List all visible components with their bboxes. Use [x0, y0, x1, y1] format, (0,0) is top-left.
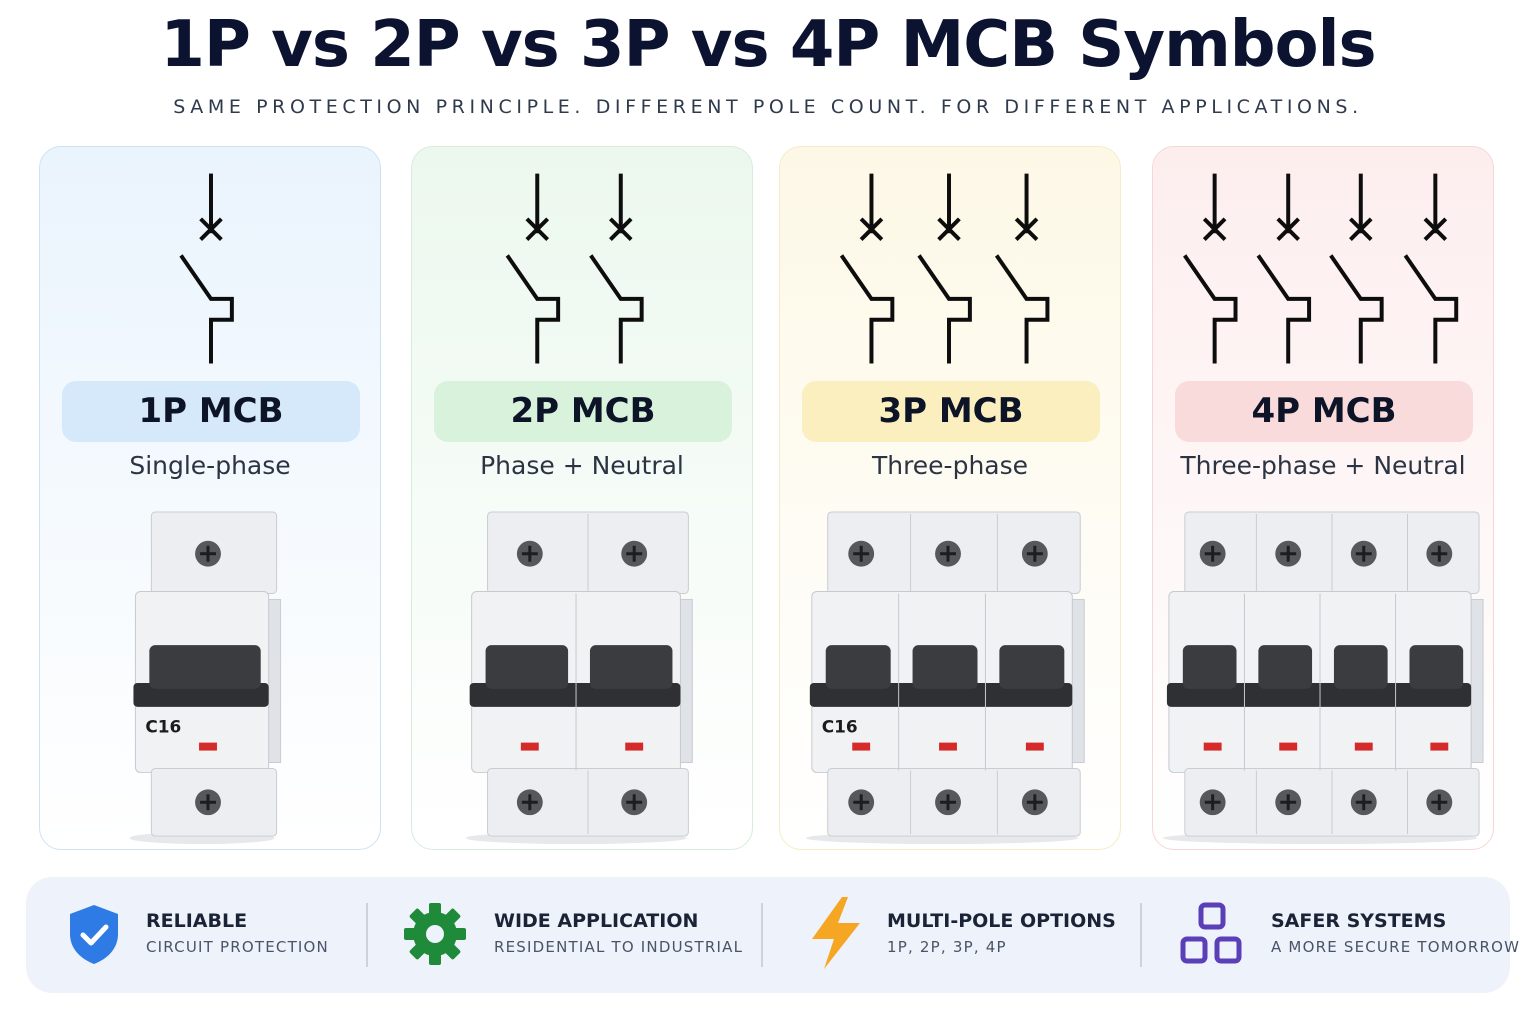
- terminal-screw: [1021, 789, 1048, 816]
- feature-subtitle-reliable: CIRCUIT PROTECTION: [146, 938, 329, 956]
- mcb-device-1p: C16: [129, 511, 282, 845]
- page-subtitle: SAME PROTECTION PRINCIPLE. DIFFERENT POL…: [173, 96, 1363, 118]
- terminal-screw: [1275, 789, 1302, 816]
- mcb-body: [1162, 511, 1484, 845]
- feature-title-wide-application: WIDE APPLICATION: [494, 910, 699, 932]
- pole-symbol: [839, 173, 895, 364]
- trip-indicator: [520, 742, 539, 751]
- pole-symbol: [589, 173, 644, 364]
- card-label-1p: 1P MCB: [62, 381, 360, 442]
- pole-symbol: [1329, 173, 1384, 364]
- toggle-handle: [1409, 645, 1464, 689]
- card-4p: 4P MCB Three-phase + Neutral: [1152, 146, 1494, 850]
- terminal-screw: [1426, 789, 1453, 816]
- mcb-symbol-4p: [1183, 173, 1459, 364]
- rating-label: C16: [145, 717, 181, 737]
- mcb-symbol-2p: [505, 173, 644, 364]
- feature-divider: [1140, 903, 1142, 967]
- card-label-3p: 3P MCB: [802, 381, 1100, 442]
- features-bar: RELIABLE CIRCUIT PROTECTION WIDE APPLICA…: [26, 877, 1519, 993]
- mcb-body: [465, 511, 693, 845]
- card-1p: 1P MCB Single-phase C16: [39, 146, 381, 850]
- trip-indicator: [1203, 742, 1222, 751]
- toggle-handle: [1333, 645, 1388, 689]
- trip-indicator: [1354, 742, 1373, 751]
- pole-symbol: [179, 173, 234, 364]
- feature-divider: [761, 903, 763, 967]
- mcb-device-2p: [465, 511, 693, 845]
- toggle-handle: [485, 645, 569, 689]
- mcb-body: C16: [129, 511, 282, 845]
- lightning-icon: [812, 897, 860, 969]
- toggle-handle: [1258, 645, 1313, 689]
- trip-indicator: [625, 742, 644, 751]
- card-label-2p: 2P MCB: [434, 381, 732, 442]
- terminal-screw: [848, 789, 875, 816]
- feature-safer-systems: SAFER SYSTEMS A MORE SECURE TOMORROW: [1141, 877, 1519, 993]
- card-description-4p: Three-phase + Neutral: [1180, 451, 1466, 480]
- terminal-screw: [1199, 540, 1226, 567]
- feature-title-multi-pole: MULTI-POLE OPTIONS: [887, 910, 1116, 932]
- terminal-screw: [621, 540, 648, 567]
- feature-subtitle-safer-systems: A MORE SECURE TOMORROW: [1271, 938, 1521, 956]
- trip-indicator: [1025, 742, 1044, 751]
- pole-symbol: [917, 173, 972, 364]
- trip-indicator: [939, 742, 957, 751]
- card-description-2p: Phase + Neutral: [480, 451, 684, 480]
- terminal-screw: [1021, 540, 1048, 567]
- mcb-symbol-3p: [839, 173, 1050, 364]
- terminal-screw: [1199, 789, 1226, 816]
- mcb-device-4p: [1162, 511, 1484, 845]
- mcb-body: C16: [805, 511, 1085, 845]
- trip-indicator: [199, 742, 217, 751]
- feature-title-safer-systems: SAFER SYSTEMS: [1271, 910, 1447, 932]
- feature-multi-pole: MULTI-POLE OPTIONS 1P, 2P, 3P, 4P: [762, 877, 1140, 993]
- terminal-screw: [935, 789, 961, 816]
- page-title: 1P vs 2P vs 3P vs 4P MCB Symbols: [160, 8, 1376, 82]
- mcb-symbol-1p: [179, 173, 234, 364]
- terminal-screw: [621, 789, 648, 816]
- pole-symbol: [1256, 173, 1312, 364]
- toggle-handle: [1182, 645, 1237, 689]
- pole-symbol: [994, 173, 1050, 364]
- terminal-screw: [935, 540, 961, 567]
- terminal-screw: [1426, 540, 1453, 567]
- mcb-device-3p: C16: [805, 511, 1085, 845]
- pole-symbol: [505, 173, 561, 364]
- gear-icon: [404, 903, 466, 965]
- shield-check-icon: [70, 905, 118, 964]
- card-3p: 3P MCB Three-phase C16: [779, 146, 1121, 850]
- terminal-screw: [848, 540, 875, 567]
- pole-symbol: [1183, 173, 1238, 364]
- card-2p: 2P MCB Phase + Neutral: [411, 146, 753, 850]
- trip-indicator: [852, 742, 871, 751]
- terminal-screw: [516, 789, 543, 816]
- toggle-handle: [589, 645, 673, 689]
- terminal-screw: [195, 789, 221, 816]
- terminal-screw: [1350, 540, 1377, 567]
- pole-symbol: [1403, 173, 1459, 364]
- feature-subtitle-wide-application: RESIDENTIAL TO INDUSTRIAL: [494, 938, 744, 956]
- trip-indicator: [1430, 742, 1449, 751]
- terminal-screw: [1350, 789, 1377, 816]
- rating-label: C16: [822, 717, 858, 737]
- trip-indicator: [1279, 742, 1298, 751]
- feature-wide-application: WIDE APPLICATION RESIDENTIAL TO INDUSTRI…: [367, 877, 761, 993]
- terminal-screw: [516, 540, 543, 567]
- card-description-1p: Single-phase: [129, 451, 291, 480]
- feature-title-reliable: RELIABLE: [146, 910, 248, 932]
- terminal-screw: [195, 540, 221, 567]
- toggle-handle: [912, 645, 978, 689]
- card-description-3p: Three-phase: [871, 451, 1029, 480]
- toggle-handle: [149, 645, 261, 689]
- toggle-handle: [999, 645, 1065, 689]
- feature-divider: [366, 903, 368, 967]
- terminal-screw: [1275, 540, 1302, 567]
- card-label-4p: 4P MCB: [1175, 381, 1473, 442]
- feature-subtitle-multi-pole: 1P, 2P, 3P, 4P: [887, 938, 1007, 956]
- toggle-handle: [825, 645, 891, 689]
- feature-reliable: RELIABLE CIRCUIT PROTECTION: [26, 877, 366, 993]
- modules-icon: [1180, 902, 1242, 964]
